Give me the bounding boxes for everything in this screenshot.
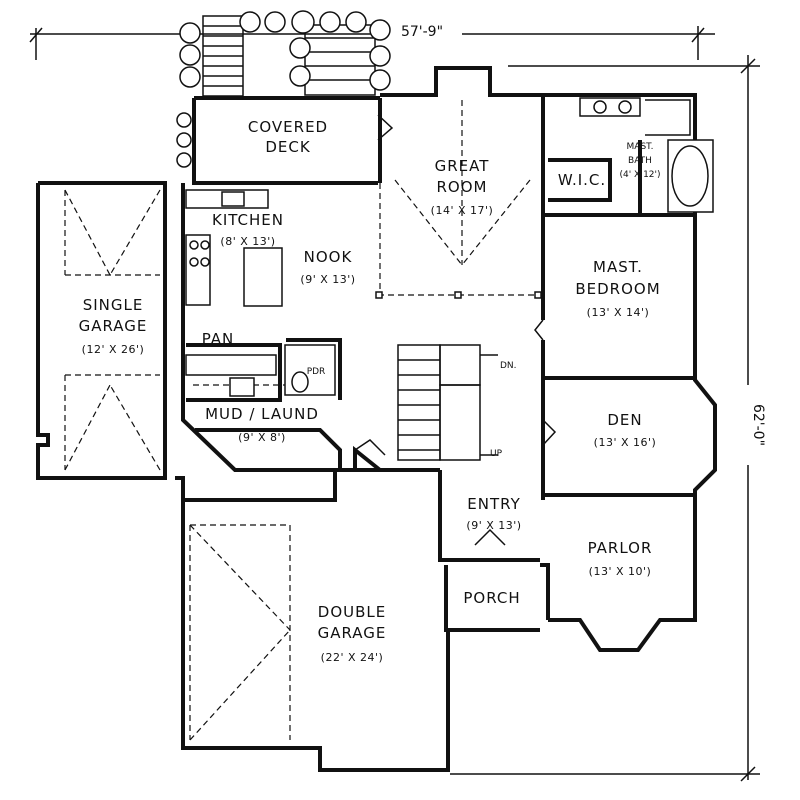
exterior-walls	[36, 66, 717, 772]
stairs-up-label: UP	[490, 449, 503, 459]
main-staircase: DN. UP	[397, 344, 517, 461]
entry-size: (9' X 13')	[466, 519, 521, 532]
master-bath-label-2: BATH	[628, 156, 652, 166]
porch-label: PORCH	[463, 589, 520, 607]
pantry-label: PAN	[202, 330, 235, 348]
kitchen-size: (8' X 13')	[220, 235, 275, 248]
overall-depth-dimension: 62'-0"	[750, 404, 766, 446]
covered-deck-label-1: COVERED	[248, 118, 328, 136]
single-garage-size: (12' X 26')	[82, 343, 145, 356]
mud-laund-label: MUD / LAUND	[205, 405, 319, 423]
single-garage-label-1: SINGLE	[83, 296, 144, 314]
kitchen-fixtures	[185, 189, 336, 397]
landscape-trees	[176, 10, 391, 168]
master-bath-label-1: MAST.	[627, 142, 654, 152]
great-room-label-1: GREAT	[435, 157, 490, 175]
dashed-overhead-lines	[64, 100, 542, 741]
den-size: (13' X 16')	[594, 436, 657, 449]
den-label: DEN	[607, 411, 642, 429]
kitchen-label: KITCHEN	[212, 211, 284, 229]
nook-label: NOOK	[304, 248, 353, 266]
master-bedroom-size: (13' X 14')	[587, 306, 650, 319]
wic-label: W.I.C.	[558, 171, 606, 189]
master-bath-size: (4' X 12')	[619, 170, 660, 180]
master-bedroom-label-1: MAST.	[593, 258, 643, 276]
double-garage-label-1: DOUBLE	[318, 603, 386, 621]
single-garage-label-2: GARAGE	[79, 317, 148, 335]
parlor-size: (13' X 10')	[589, 565, 652, 578]
mud-laund-size: (9' X 8')	[238, 431, 286, 444]
covered-deck-label-2: DECK	[265, 138, 311, 156]
master-bath-fixtures	[579, 97, 714, 213]
double-garage-size: (22' X 24')	[321, 651, 384, 664]
double-garage-label-2: GARAGE	[318, 624, 387, 642]
master-bedroom-label-2: BEDROOM	[575, 280, 660, 298]
stairs-down-label: DN.	[500, 361, 517, 371]
great-room-size: (14' X 17')	[431, 204, 494, 217]
powder-room-label: PDR	[307, 367, 326, 377]
room-labels: COVERED DECK GREAT ROOM (14' X 17') KITC…	[79, 118, 661, 664]
overall-width-dimension: 57'-9"	[401, 24, 443, 40]
nook-size: (9' X 13')	[300, 273, 355, 286]
parlor-label: PARLOR	[588, 539, 653, 557]
doors	[354, 114, 557, 546]
great-room-label-2: ROOM	[437, 178, 488, 196]
entry-label: ENTRY	[467, 495, 521, 513]
dimension-lines: 57'-9" 62'-0"	[29, 22, 766, 782]
deck-stairs	[202, 15, 376, 97]
